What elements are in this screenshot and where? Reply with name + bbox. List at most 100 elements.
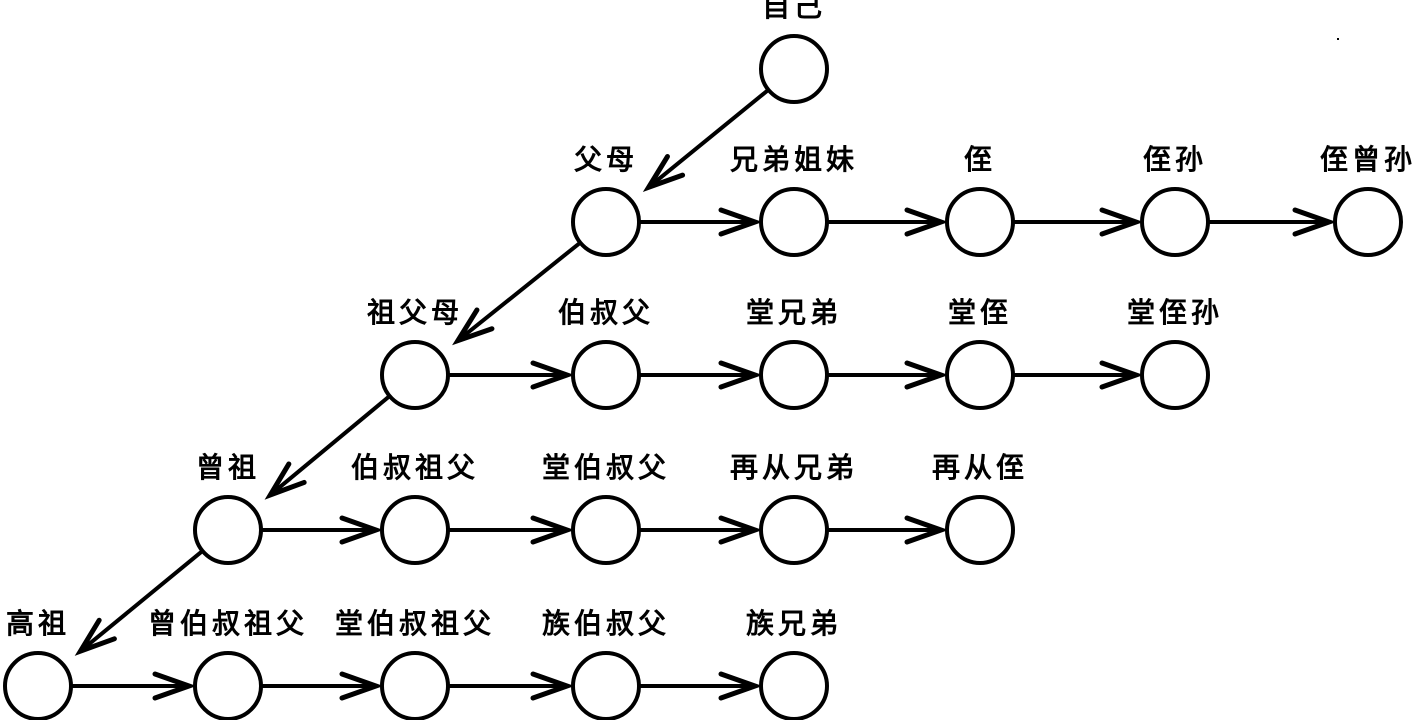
arrowhead-icon xyxy=(530,671,575,701)
kin-node: 祖父母 xyxy=(367,296,463,410)
kin-node: 堂伯叔祖父 xyxy=(335,607,495,720)
edge-arrow xyxy=(637,207,763,237)
node-circle xyxy=(759,187,829,257)
kin-node: 侄 xyxy=(945,143,1015,257)
kin-node: 堂侄孙 xyxy=(1127,296,1219,410)
node-label: 堂侄 xyxy=(948,296,1012,329)
edge-line xyxy=(646,87,771,190)
node-label: 族兄弟 xyxy=(746,607,842,640)
kin-node: 堂兄弟 xyxy=(746,296,842,410)
edge-arrow xyxy=(264,394,392,500)
arrowhead-icon xyxy=(904,360,949,390)
kin-node: 侄曾孙 xyxy=(1320,143,1414,257)
kin-node: 堂侄 xyxy=(945,296,1015,410)
node-label: 侄曾孙 xyxy=(1320,143,1414,176)
node-label: 堂兄弟 xyxy=(746,296,842,329)
edge-arrow xyxy=(74,548,205,656)
edge-arrow xyxy=(452,240,583,346)
kin-node: 曾祖 xyxy=(193,451,263,565)
edge-arrow xyxy=(446,671,575,701)
node-circle xyxy=(945,187,1015,257)
node-label: 高祖 xyxy=(6,607,70,640)
edge-arrow xyxy=(637,515,763,545)
kin-node: 堂伯叔父 xyxy=(542,451,666,565)
kin-node: 高祖 xyxy=(3,607,73,720)
node-circle xyxy=(380,340,450,410)
node-label: 族伯叔父 xyxy=(542,607,670,640)
node-circle xyxy=(759,340,829,410)
node-circle xyxy=(759,495,829,565)
node-label: 曾祖 xyxy=(196,451,260,484)
node-circle xyxy=(571,495,641,565)
arrowhead-icon xyxy=(904,515,949,545)
node-circle xyxy=(1140,187,1210,257)
nodes-layer: 自己父母兄弟姐妹侄侄孙侄曾孙祖父母伯叔父堂兄弟堂侄堂侄孙曾祖伯叔祖父堂伯叔父再从… xyxy=(3,0,1414,720)
arrowhead-icon xyxy=(904,207,949,237)
edge-arrow xyxy=(446,515,575,545)
arrowhead-icon xyxy=(1292,207,1337,237)
node-circle xyxy=(571,340,641,410)
node-label: 侄 xyxy=(964,143,996,176)
edge-arrow xyxy=(259,671,384,701)
node-circle xyxy=(759,34,829,104)
edge-arrow xyxy=(637,671,763,701)
arrowhead-icon xyxy=(339,515,384,545)
edge-arrow xyxy=(1011,360,1144,390)
kin-node: 族伯叔父 xyxy=(542,607,670,720)
arrowhead-icon xyxy=(718,515,763,545)
node-label: 自己 xyxy=(762,0,826,23)
edge-arrow xyxy=(69,671,197,701)
edge-arrow xyxy=(1206,207,1337,237)
kin-node: 伯叔父 xyxy=(558,296,654,410)
node-circle xyxy=(193,495,263,565)
kin-node: 伯叔祖父 xyxy=(351,451,479,565)
edge-arrow xyxy=(637,360,763,390)
node-circle xyxy=(759,651,829,720)
kin-node: 族兄弟 xyxy=(746,607,842,720)
node-label: 堂伯叔祖父 xyxy=(335,607,495,640)
arrowhead-icon xyxy=(642,154,686,193)
edges-layer xyxy=(69,87,1337,701)
node-label: 父母 xyxy=(574,143,638,176)
node-circle xyxy=(945,340,1015,410)
node-label: 兄弟姐妹 xyxy=(730,143,858,176)
kin-node: 曾伯叔祖父 xyxy=(148,607,308,720)
arrowhead-icon xyxy=(1099,207,1144,237)
edge-line xyxy=(455,240,583,343)
node-label: 祖父母 xyxy=(367,296,463,329)
node-label: 曾伯叔祖父 xyxy=(148,607,308,640)
edge-line xyxy=(268,394,392,497)
edge-arrow xyxy=(825,360,949,390)
node-circle xyxy=(1333,187,1403,257)
edge-arrow xyxy=(825,515,949,545)
arrowhead-icon xyxy=(74,617,117,656)
arrowhead-icon xyxy=(452,307,495,346)
arrowhead-icon xyxy=(530,515,575,545)
kin-node: 父母 xyxy=(571,143,641,257)
node-circle xyxy=(3,651,73,720)
node-circle xyxy=(193,651,263,720)
node-circle xyxy=(571,187,641,257)
node-circle xyxy=(380,651,450,720)
kin-node: 兄弟姐妹 xyxy=(730,143,858,257)
arrowhead-icon xyxy=(1099,360,1144,390)
node-circle xyxy=(571,651,641,720)
node-label: 侄孙 xyxy=(1143,143,1207,176)
arrowhead-icon xyxy=(718,671,763,701)
node-label: 伯叔祖父 xyxy=(351,451,479,484)
node-label: 伯叔父 xyxy=(558,296,654,329)
arrowhead-icon xyxy=(264,461,307,500)
kin-node: 再从兄弟 xyxy=(730,451,854,565)
arrowhead-icon xyxy=(339,671,384,701)
node-circle xyxy=(945,495,1015,565)
scan-speck xyxy=(1337,38,1339,40)
arrowhead-icon xyxy=(530,360,575,390)
edge-arrow xyxy=(446,360,575,390)
arrowhead-icon xyxy=(718,360,763,390)
node-circle xyxy=(380,495,450,565)
node-label: 再从侄 xyxy=(932,451,1028,484)
edge-arrow xyxy=(259,515,384,545)
arrowhead-icon xyxy=(152,671,197,701)
kin-node: 自己 xyxy=(759,0,829,104)
